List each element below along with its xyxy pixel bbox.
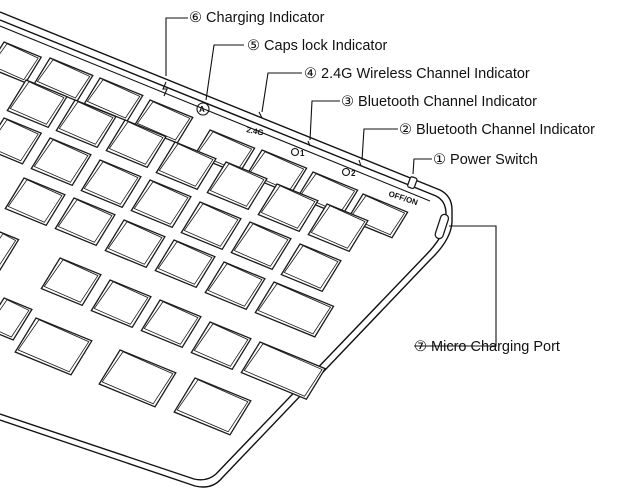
callout-micro-charging-port: ⑦ Micro Charging Port xyxy=(414,339,560,355)
bluetooth-icon xyxy=(290,147,300,157)
key-top xyxy=(193,323,249,367)
callout-charging-indicator: ⑥ Charging Indicator xyxy=(189,10,325,26)
key-top xyxy=(209,163,265,207)
key-top xyxy=(17,319,90,373)
bluetooth-icon xyxy=(341,167,351,177)
lightning-icon xyxy=(162,81,168,97)
keyboard-key xyxy=(0,297,33,341)
key-top xyxy=(136,101,191,141)
keyboard-body xyxy=(0,11,453,488)
key-top xyxy=(283,245,339,289)
key-top xyxy=(33,139,89,183)
key-top xyxy=(176,379,249,433)
key-top xyxy=(86,79,141,119)
callout-bluetooth-channel-indicator-3: ③ Bluetooth Channel Indicator xyxy=(341,94,537,110)
key-top xyxy=(133,181,189,225)
charging-indicator xyxy=(162,81,168,97)
key-top xyxy=(7,179,63,223)
callout-power-switch: ① Power Switch xyxy=(433,152,538,168)
bluetooth-channel-1-indicator: 1 xyxy=(290,140,311,158)
key-top xyxy=(57,199,113,243)
key-top xyxy=(349,195,406,236)
bluetooth-channel-2-indicator: 2 xyxy=(341,159,362,178)
key-top xyxy=(9,81,65,125)
keyboard-key xyxy=(240,341,327,401)
keyboard-key xyxy=(0,231,20,272)
power-switch-label: OFF/ON xyxy=(387,189,419,207)
key-top xyxy=(36,59,91,99)
key-top xyxy=(108,121,164,165)
key-top xyxy=(243,343,323,397)
caps-lock-indicator: A xyxy=(196,102,210,116)
key-top xyxy=(0,299,30,338)
keyboard-key xyxy=(346,193,409,239)
micro-charging-port xyxy=(434,213,450,240)
leader-lines xyxy=(165,17,497,347)
key-top xyxy=(183,203,239,247)
key-top xyxy=(93,281,149,325)
key-top xyxy=(107,221,163,265)
key-top xyxy=(0,119,39,162)
keyboard-key xyxy=(254,281,335,338)
key-top xyxy=(43,259,99,303)
key-top xyxy=(0,233,17,266)
key-top xyxy=(257,283,332,335)
keyboard-key xyxy=(173,377,252,436)
keyboard-key xyxy=(98,349,177,408)
key-top xyxy=(233,223,289,267)
keyboard-key xyxy=(0,117,43,165)
keyboard-key xyxy=(14,317,93,376)
wireless-label: 2.4G xyxy=(246,125,265,137)
key-top xyxy=(158,143,214,187)
key-top xyxy=(310,205,366,249)
wireless-channel-indicator: 2.4G xyxy=(246,111,265,138)
bt1-label: 1 xyxy=(300,149,305,158)
key-top xyxy=(260,185,316,229)
callout-wireless-channel-indicator: ④ 2.4G Wireless Channel Indicator xyxy=(304,66,530,82)
caps-lock-icon: A xyxy=(199,105,205,114)
power-switch: OFF/ON xyxy=(387,176,419,207)
key-top xyxy=(143,301,199,345)
key-top xyxy=(0,43,39,81)
key-top xyxy=(157,241,213,285)
key-top xyxy=(207,263,263,307)
callout-bluetooth-channel-indicator-2: ② Bluetooth Channel Indicator xyxy=(399,122,595,138)
callout-caps-lock-indicator: ⑤ Caps lock Indicator xyxy=(247,38,388,54)
key-top xyxy=(58,101,114,145)
bt2-label: 2 xyxy=(351,169,356,178)
key-top xyxy=(101,351,174,405)
key-top xyxy=(83,161,139,205)
keyboard-keys xyxy=(0,41,409,436)
